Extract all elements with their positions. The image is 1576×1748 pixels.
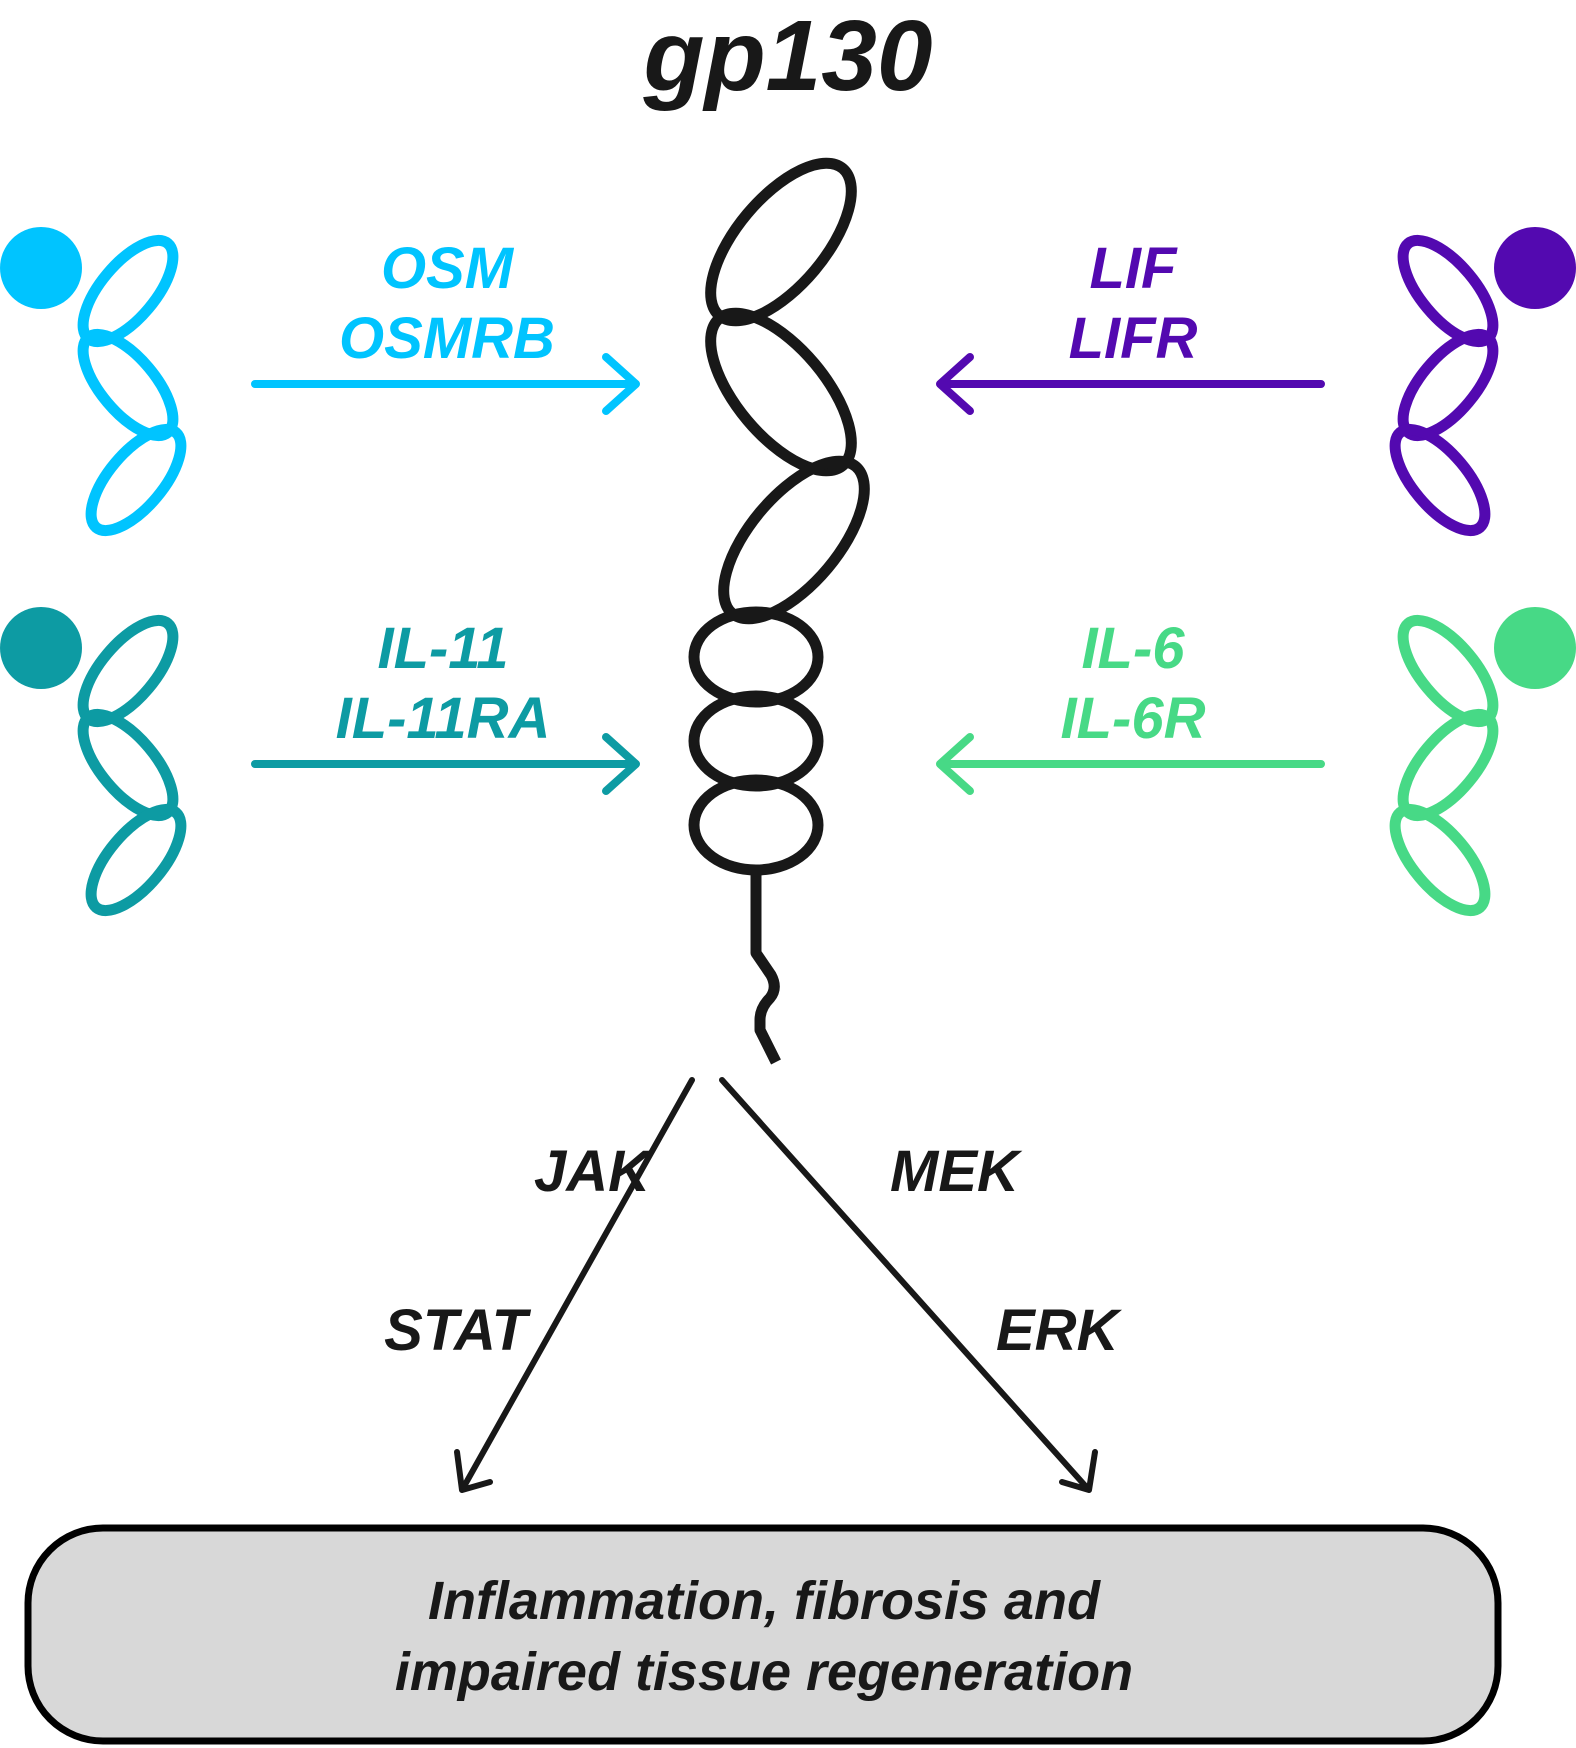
receptor-domain-3 bbox=[85, 803, 187, 917]
receptor-name: IL-11RA bbox=[336, 686, 551, 751]
ligand-name: IL-6 bbox=[1081, 616, 1185, 681]
receptor-domain-5 bbox=[688, 690, 824, 792]
outcome-box: Inflammation, fibrosis and impaired tiss… bbox=[24, 1524, 1502, 1745]
jak-stat-arrow bbox=[454, 1077, 695, 1493]
binding-arrow bbox=[936, 353, 1325, 415]
ligand-name: LIF bbox=[1090, 236, 1179, 301]
receptor-domain-4 bbox=[688, 606, 824, 708]
pathway-label-erk: ERK bbox=[996, 1298, 1123, 1363]
ligand-label-il6: IL-6 IL-6R bbox=[1061, 616, 1206, 751]
ligand-label-lif: LIF LIFR bbox=[1069, 236, 1198, 371]
ligand-dot bbox=[0, 227, 82, 309]
outcome-text-line-2: impaired tissue regeneration bbox=[395, 1642, 1133, 1702]
binding-arrow bbox=[251, 353, 640, 415]
ligand-label-osm: OSM OSMRB bbox=[339, 236, 555, 371]
ligand-dot bbox=[0, 607, 82, 689]
outcome-text-line-1: Inflammation, fibrosis and bbox=[428, 1571, 1101, 1631]
transmembrane-stem bbox=[750, 870, 781, 1065]
receptor-domain-1 bbox=[705, 157, 857, 327]
binding-arrow bbox=[936, 733, 1325, 795]
receptor-domain-3 bbox=[1389, 423, 1491, 537]
ligand-dot bbox=[1494, 607, 1576, 689]
ligand-receptor-complexes bbox=[0, 227, 1576, 917]
pathway-label-stat: STAT bbox=[384, 1298, 531, 1363]
downstream-arrows bbox=[454, 1077, 1098, 1493]
outcome-box-background bbox=[24, 1524, 1502, 1745]
receptor-domain-6 bbox=[688, 774, 824, 876]
pathway-label-jak: JAK bbox=[534, 1139, 654, 1204]
receptor-domain-3 bbox=[1389, 803, 1491, 917]
ligand-dot bbox=[1494, 227, 1576, 309]
ligand-label-il11: IL-11 IL-11RA bbox=[336, 616, 551, 751]
receptor-name: LIFR bbox=[1069, 306, 1198, 371]
mek-erk-arrow bbox=[719, 1077, 1098, 1493]
diagram-title: gp130 bbox=[642, 0, 932, 112]
complex-lif bbox=[936, 227, 1576, 537]
ligand-name: IL-11 bbox=[377, 616, 508, 681]
complex-osm bbox=[0, 227, 640, 537]
receptor-name: IL-6R bbox=[1061, 686, 1206, 751]
complex-il11 bbox=[0, 607, 640, 917]
receptor-name: OSMRB bbox=[339, 306, 555, 371]
receptor-domain-3 bbox=[85, 423, 187, 537]
complex-il6 bbox=[936, 607, 1576, 917]
binding-arrow bbox=[251, 733, 640, 795]
ligand-name: OSM bbox=[381, 236, 515, 301]
gp130-receptor bbox=[688, 157, 870, 1065]
pathway-label-mek: MEK bbox=[890, 1139, 1023, 1204]
